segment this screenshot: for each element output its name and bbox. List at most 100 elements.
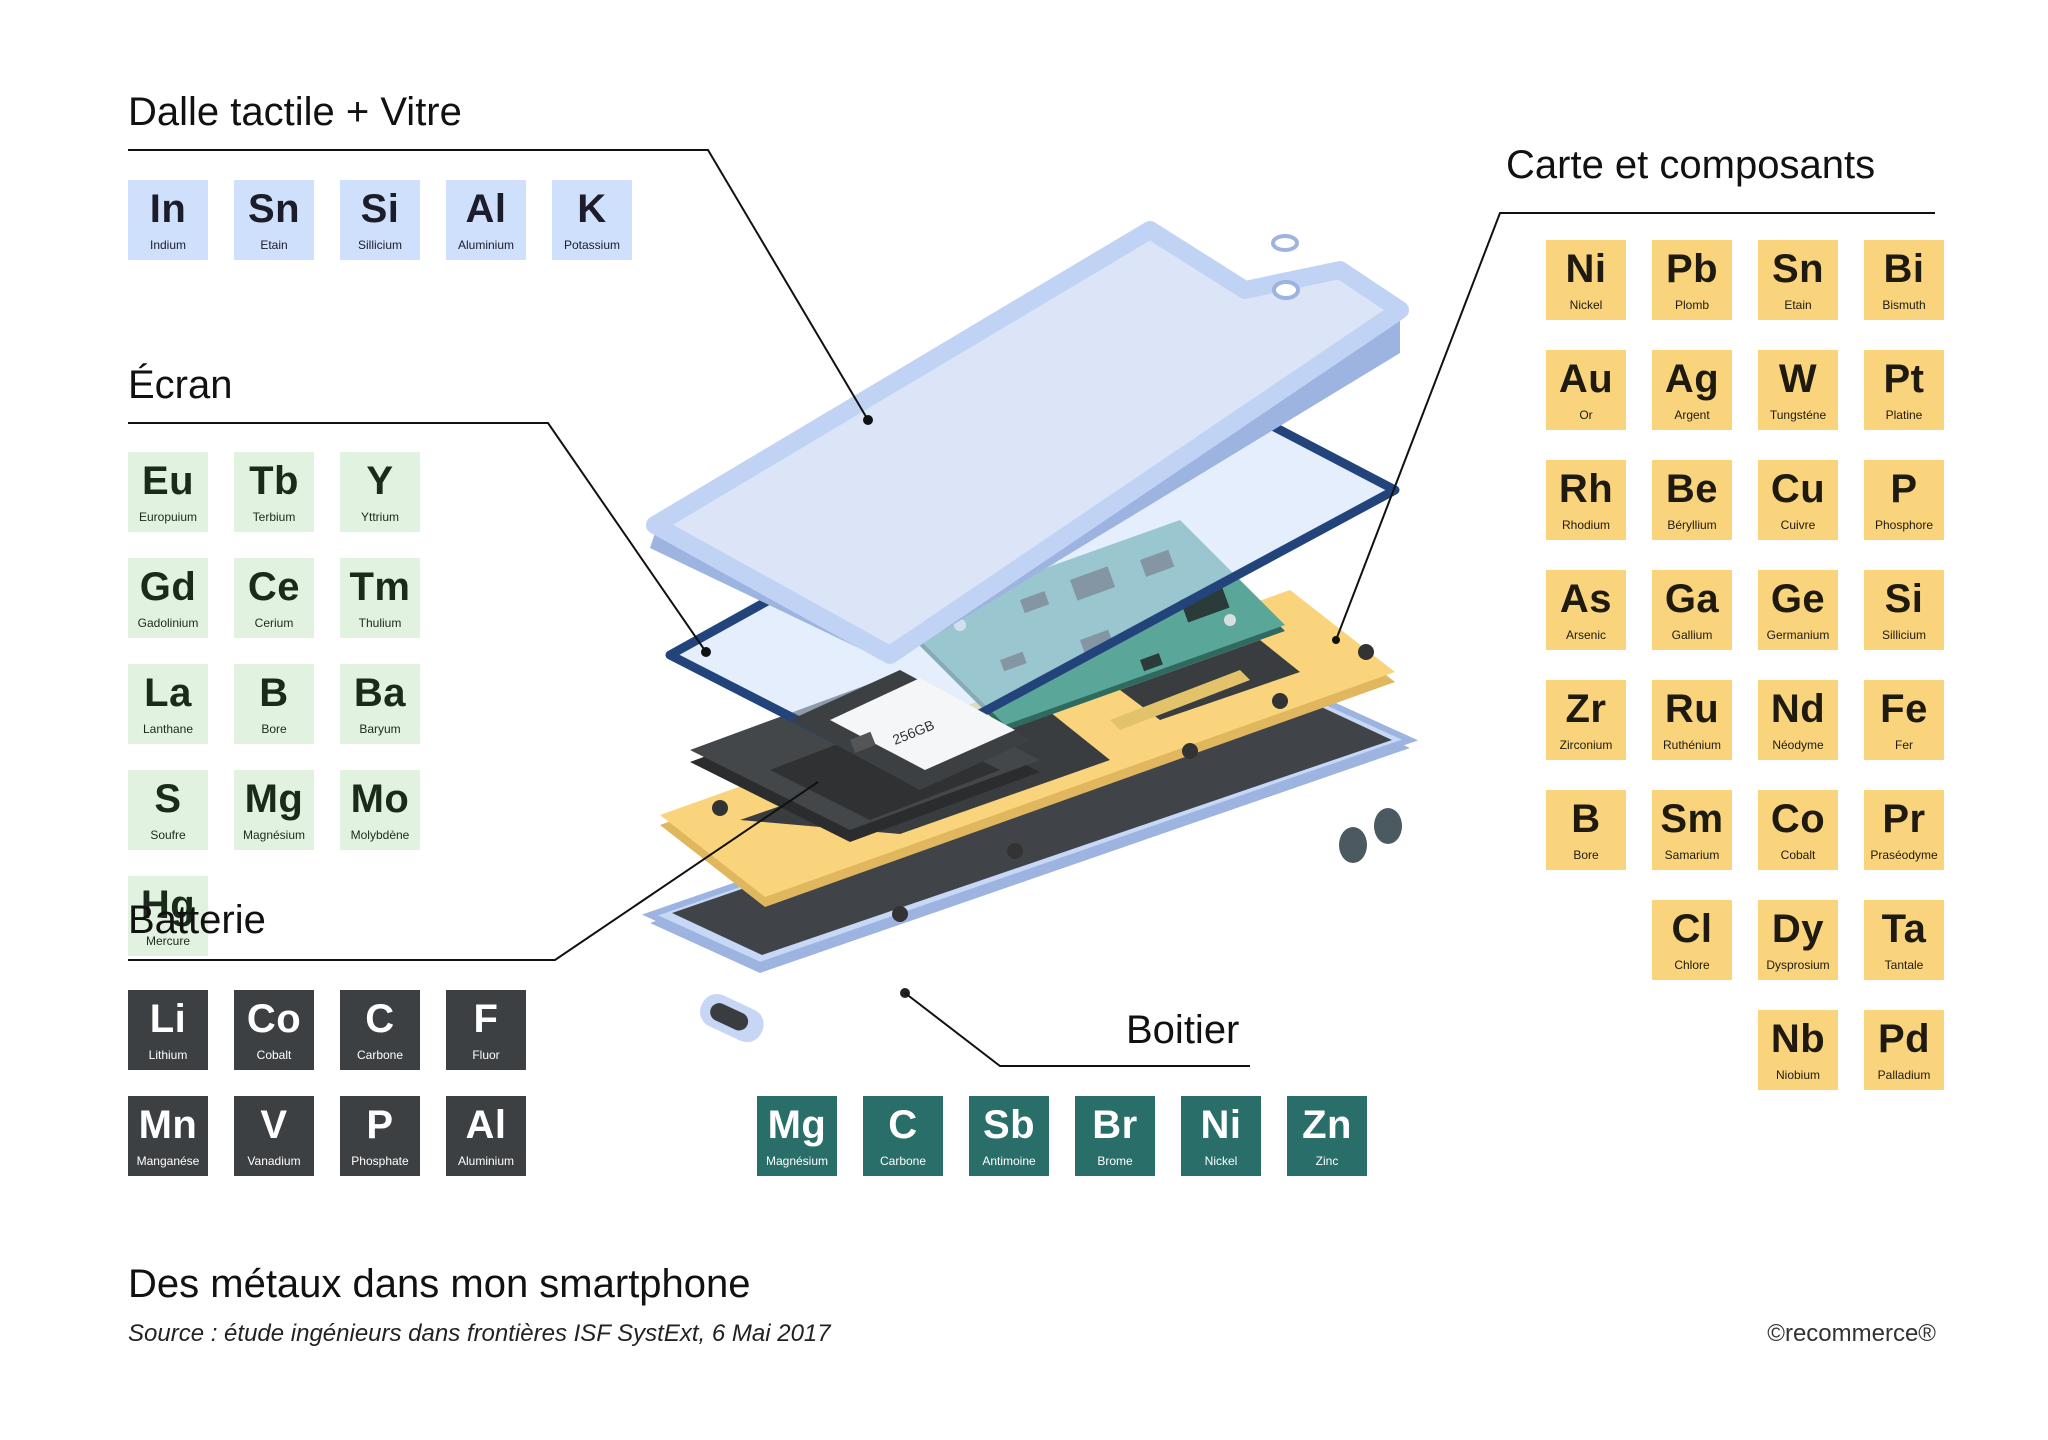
footer-title: Des métaux dans mon smartphone xyxy=(128,1262,751,1306)
element-symbol: Ga xyxy=(1664,577,1720,621)
element-symbol: Tm xyxy=(349,565,411,609)
element-symbol: Ni xyxy=(1200,1103,1242,1147)
element-name: Aluminium xyxy=(457,1154,514,1168)
element-symbol: Sn xyxy=(247,187,301,231)
element-symbol: B xyxy=(259,671,289,715)
element-name: Plomb xyxy=(1674,298,1709,312)
element-symbol: La xyxy=(144,671,192,715)
element-name: Nickel xyxy=(1569,298,1603,312)
element-name: Cuivre xyxy=(1780,518,1816,532)
element-name: Zirconium xyxy=(1559,738,1613,752)
element-symbol: B xyxy=(1571,797,1601,841)
element-symbol: Y xyxy=(366,459,394,503)
section-title-dalle: Dalle tactile + Vitre xyxy=(128,90,462,134)
element-name: Baryum xyxy=(359,722,401,736)
touch-glass-layer xyxy=(646,221,1409,664)
element-name: Molybdène xyxy=(350,828,410,842)
footer-source: Source : étude ingénieurs dans frontière… xyxy=(128,1320,831,1347)
element-symbol: Sb xyxy=(982,1103,1036,1147)
element-symbol: Li xyxy=(149,997,187,1041)
element-symbol: Cu xyxy=(1770,467,1826,511)
element-name: Mercure xyxy=(145,934,190,948)
element-symbol: Co xyxy=(1770,797,1826,841)
element-name: Phosphate xyxy=(351,1154,409,1168)
element-symbol: Ge xyxy=(1770,577,1826,621)
element-symbol: Zn xyxy=(1302,1103,1352,1147)
element-symbol: W xyxy=(1778,357,1818,401)
element-symbol: Ni xyxy=(1565,247,1607,291)
element-name: Brome xyxy=(1097,1154,1133,1168)
element-symbol: Eu xyxy=(141,459,195,503)
empty-cell xyxy=(1546,900,1626,980)
element-symbol: Br xyxy=(1092,1103,1138,1147)
element-name: Soufre xyxy=(150,828,186,842)
element-symbol: Be xyxy=(1665,467,1719,511)
element-name: Zinc xyxy=(1315,1154,1339,1168)
element-symbol: Mn xyxy=(138,1103,198,1147)
element-name: Manganése xyxy=(136,1154,200,1168)
element-name: Aluminium xyxy=(457,238,514,252)
element-name: Sillicium xyxy=(357,238,402,252)
element-symbol: Ag xyxy=(1664,357,1720,401)
element-name: Carbone xyxy=(356,1048,404,1062)
element-name: Béryllium xyxy=(1667,518,1717,532)
element-symbol: Rh xyxy=(1558,467,1614,511)
element-symbol: Ru xyxy=(1664,687,1720,731)
element-name: Samarium xyxy=(1664,848,1720,862)
element-name: Tungsténe xyxy=(1769,408,1827,422)
element-name: Platine xyxy=(1885,408,1923,422)
element-symbol: Pr xyxy=(1882,797,1926,841)
empty-cell xyxy=(1652,1010,1732,1090)
element-name: Sillicium xyxy=(1881,628,1926,642)
element-symbol: P xyxy=(1890,467,1918,511)
element-symbol: Pd xyxy=(1877,1017,1931,1061)
element-name: Fer xyxy=(1895,738,1913,752)
element-name: Cerium xyxy=(254,616,294,630)
element-name: Germanium xyxy=(1766,628,1830,642)
element-symbol: C xyxy=(888,1103,918,1147)
empty-cell xyxy=(1546,1010,1626,1090)
element-name: Gadolinium xyxy=(137,616,199,630)
element-symbol: Pb xyxy=(1665,247,1719,291)
element-symbol: Mg xyxy=(767,1103,827,1147)
loose-parts xyxy=(700,808,1402,1043)
element-name: Europuium xyxy=(138,510,198,524)
element-symbol: Gd xyxy=(139,565,197,609)
element-symbol: As xyxy=(1559,577,1613,621)
element-name: Tantale xyxy=(1884,958,1924,972)
element-symbol: Zr xyxy=(1565,687,1607,731)
section-title-carte: Carte et composants xyxy=(1506,143,1876,187)
